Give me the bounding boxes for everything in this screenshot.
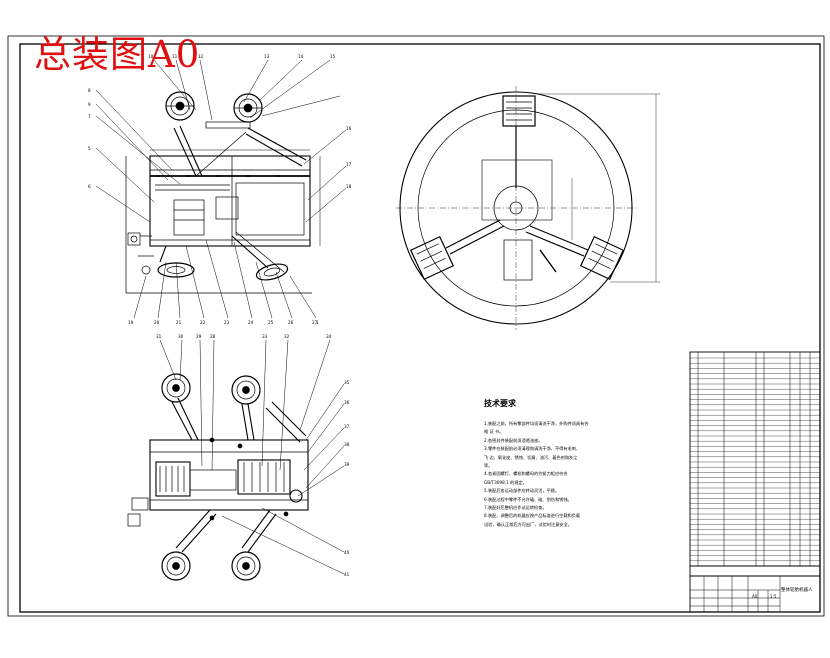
title-block xyxy=(689,351,821,613)
plan-view xyxy=(127,373,309,581)
callout-number: 35 xyxy=(344,380,350,385)
callout-number: 39 xyxy=(344,462,350,467)
plan-wheel-br xyxy=(231,551,261,581)
tech-note-line: 格 证 书。 xyxy=(484,429,504,435)
callout-number: 15 xyxy=(330,54,336,59)
callout-number: 5 xyxy=(88,146,91,151)
callout-number: 37 xyxy=(344,424,350,429)
callout-number: 1 xyxy=(316,320,319,325)
tech-note-line: 2.各密封件装配前须浸透油液。 xyxy=(484,437,543,443)
callout-labels: 10 11 12 13 14 15 8 9 7 5 6 16 17 18 19 20 21 22 23 24 25 26 2… xyxy=(88,54,352,577)
callout-number: 8 xyxy=(88,88,91,93)
callout-number: 16 xyxy=(346,126,352,131)
tech-note-line: 5.装配后各运动部件应转动灵活，平稳。 xyxy=(484,488,560,494)
tech-note-line: GB/T3098.1 的规定。 xyxy=(484,479,527,485)
tech-note-line: 飞 边、氧化皮、锈蚀、切屑、油污、着色剂和灰尘 xyxy=(484,454,578,460)
tech-note-line: 1.装配之前，所有零部件均须清洗干净，外购件须具有合 xyxy=(484,421,589,426)
top-view xyxy=(396,86,660,330)
tech-note-line: 8.装配、调整后的机器应按产品标准进行空载和负载 xyxy=(484,513,581,519)
tech-note-line: 等。 xyxy=(484,463,493,469)
callout-number: 38 xyxy=(344,442,350,447)
callout-number: 28 xyxy=(210,334,216,339)
plan-view-leaders xyxy=(159,339,345,575)
callout-number: 27 xyxy=(312,320,318,325)
callout-number: 32 xyxy=(284,334,290,339)
callout-number: 12 xyxy=(198,54,204,59)
tech-note-line: 6.装配过程中零件不允许磕、碰、划伤和锈蚀。 xyxy=(484,496,572,502)
callout-number: 24 xyxy=(248,320,254,325)
upper-wheel-right xyxy=(233,93,263,123)
callout-number: 36 xyxy=(344,400,350,405)
callout-number: 14 xyxy=(298,54,304,59)
callout-number: 30 xyxy=(178,334,184,339)
callout-number: 29 xyxy=(196,334,202,339)
callout-number: 20 xyxy=(154,320,160,325)
callout-number: 31 xyxy=(156,334,162,339)
plan-wheel-bl xyxy=(161,551,191,581)
callout-number: 18 xyxy=(346,184,352,189)
callout-number: 41 xyxy=(344,572,350,577)
callout-number: 9 xyxy=(88,102,91,107)
callout-number: 33 xyxy=(262,334,268,339)
callout-number: 10 xyxy=(148,54,154,59)
tech-note-line: 试验，确认正常后方可出厂，试验时注意安全。 xyxy=(484,521,572,527)
tech-requirements-heading: 技术要求 xyxy=(484,399,516,408)
callout-number: 13 xyxy=(264,54,270,59)
title-block-sheet: A0 xyxy=(752,594,758,599)
title-block-name: 整体轮胎机器人 xyxy=(781,588,813,593)
tech-requirements-list: 1.装配之前，所有零部件均须清洗干净，外购件须具有合格 证 书。 2.各密封件装配… xyxy=(484,420,662,529)
tech-note-line: 7.装配好后整机应作试运转检查。 xyxy=(484,505,547,511)
callout-number: 17 xyxy=(346,162,352,167)
callout-number: 7 xyxy=(88,114,91,119)
callout-number: 40 xyxy=(344,550,350,555)
parts-list-rows xyxy=(690,357,820,561)
tech-note-line: 3.零件在装配前必须清理和清洗干净，不得有毛刺、 xyxy=(484,446,581,452)
callout-number: 11 xyxy=(172,54,178,59)
inner-frame xyxy=(19,43,821,613)
plan-wheel-tl xyxy=(161,373,191,403)
plan-wheel-tr xyxy=(231,375,261,405)
drawing-title: 总装图A0 xyxy=(34,33,201,76)
callout-number: 25 xyxy=(268,320,274,325)
front-view-leaders xyxy=(95,59,347,319)
callout-number: 21 xyxy=(176,320,182,325)
callout-number: 19 xyxy=(128,320,134,325)
callout-number: 34 xyxy=(326,334,332,339)
callout-number: 26 xyxy=(288,320,294,325)
outer-border xyxy=(7,35,825,617)
callout-number: 6 xyxy=(88,184,91,189)
callout-number: 22 xyxy=(200,320,206,325)
upper-wheel-left xyxy=(165,91,195,121)
title-block-scale: 1:5 xyxy=(770,594,777,599)
parts-list-text: A0 1:5 xyxy=(752,594,777,599)
tech-note-line: 4.各紧固螺钉、螺栓和螺母的拧紧力矩应符合 xyxy=(484,471,568,477)
callout-number: 23 xyxy=(224,320,230,325)
front-view xyxy=(125,91,321,294)
